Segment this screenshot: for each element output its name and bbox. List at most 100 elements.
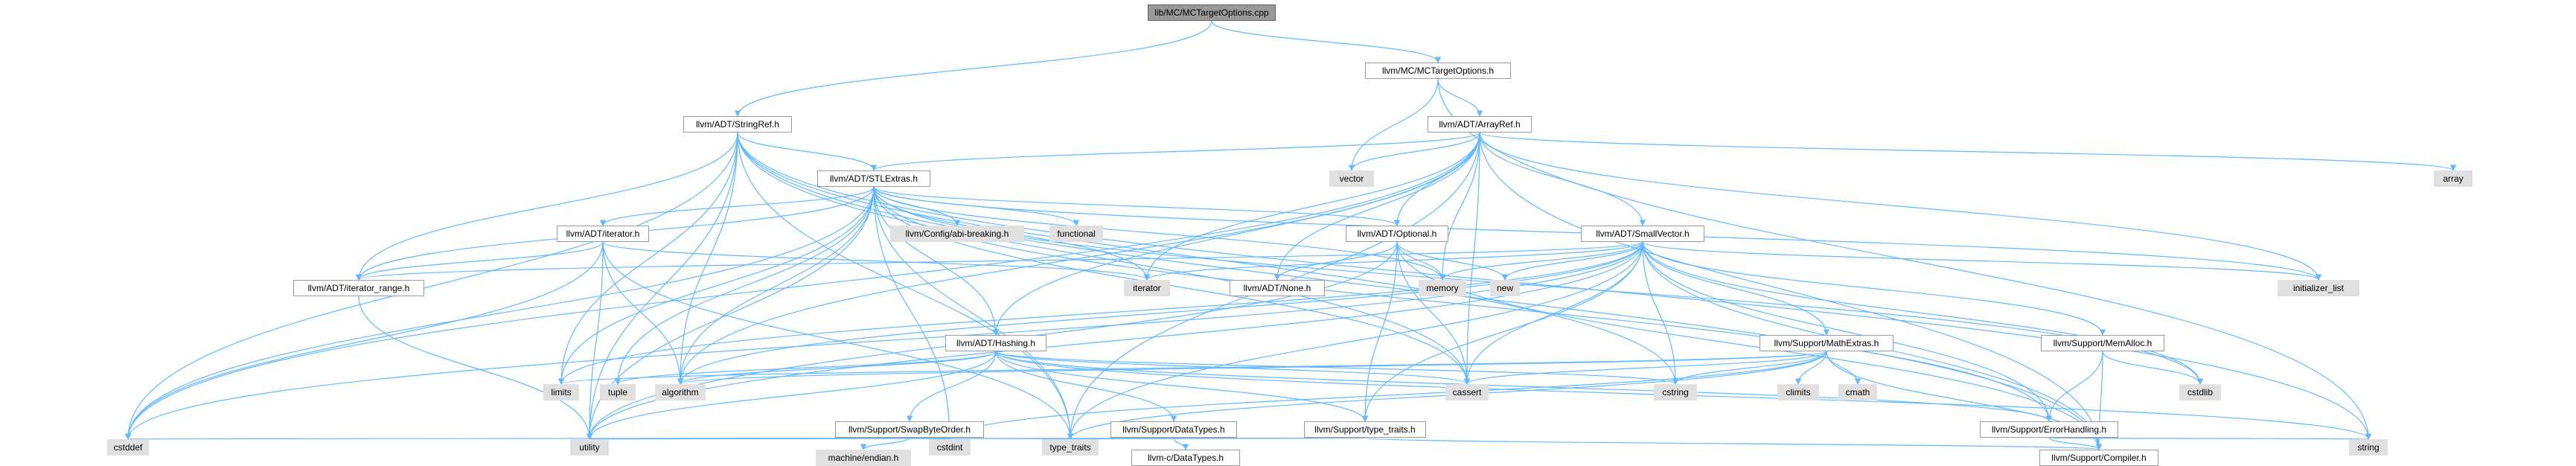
node-cstddef: cstddef: [107, 439, 149, 456]
node-hashing-h[interactable]: llvm/ADT/Hashing.h: [945, 335, 1046, 351]
edge-arrayref-h-to-none-h: [1273, 132, 1480, 281]
edge-smallvector-h-to-cstdlib: [1642, 241, 2204, 385]
edge-root-to-mctargetoptions-h: [1211, 20, 1442, 63]
edge-optional-h-to-compiler-h: [1396, 241, 2103, 450]
node-c-datatypes-h[interactable]: llvm-c/DataTypes.h: [1131, 450, 1240, 466]
edge-stringref-h-to-limits: [557, 132, 738, 385]
edge-arrayref-h-to-array: [1479, 132, 2456, 171]
edge-arrayref-h-to-vector: [1348, 132, 1480, 171]
edge-smallvector-h-to-algorithm: [677, 241, 1643, 385]
node-stlextras-h[interactable]: llvm/ADT/STLExtras.h: [817, 170, 930, 187]
edge-mathextras-h-to-cmath: [1826, 351, 1861, 385]
node-array: array: [2434, 170, 2473, 187]
edge-memalloc-h-to-errorhandling-h: [2045, 351, 2103, 422]
edge-smallvector-h-to-utility: [586, 241, 1643, 440]
node-utility: utility: [570, 439, 609, 456]
edge-mctargetoptions-h-to-vector: [1348, 78, 1439, 171]
edge-hashing-h-to-datatypes-h: [995, 351, 1177, 422]
edge-iterator-h-to-algorithm: [602, 241, 684, 385]
node-cassert: cassert: [1445, 384, 1489, 400]
node-iterator-h[interactable]: llvm/ADT/iterator.h: [557, 226, 649, 242]
edge-hashing-h-to-errorhandling-h: [995, 351, 2052, 422]
edge-smallvector-h-to-memalloc-h: [1642, 241, 2106, 336]
edge-stringref-h-to-type-traits: [737, 132, 1074, 440]
edge-arrayref-h-to-smallvector-h: [1479, 132, 1646, 226]
edge-stringref-h-to-compiler-h: [737, 132, 2103, 450]
node-type-traits: type_traits: [1042, 439, 1099, 456]
node-memalloc-h[interactable]: llvm/Support/MemAlloc.h: [2041, 335, 2164, 351]
edge-type-traits-h-to-compiler-h: [1364, 437, 2102, 450]
edge-arrayref-h-to-memory: [1439, 132, 1480, 281]
edge-iterator-h-to-cstddef: [124, 241, 604, 440]
node-smallvector-h[interactable]: llvm/ADT/SmallVector.h: [1581, 226, 1704, 242]
node-compiler-h[interactable]: llvm/Support/Compiler.h: [2039, 450, 2158, 466]
node-errorhandling-h[interactable]: llvm/Support/ErrorHandling.h: [1980, 421, 2118, 438]
edge-optional-h-to-new: [1396, 241, 1509, 281]
node-datatypes-h[interactable]: llvm/Support/DataTypes.h: [1110, 421, 1237, 438]
edge-stringref-h-to-utility: [586, 132, 738, 440]
edge-hashing-h-to-algorithm: [677, 351, 997, 385]
edge-stlextras-h-to-cstdlib: [873, 186, 2204, 385]
node-iterator: iterator: [1124, 280, 1170, 296]
node-initializer-list: initializer_list: [2278, 280, 2359, 296]
edge-errorhandling-h-to-string: [2048, 433, 2369, 440]
edge-iterator-h-to-utility: [586, 241, 604, 440]
node-mctargetoptions-h[interactable]: llvm/MC/MCTargetOptions.h: [1365, 63, 1511, 79]
edge-stringref-h-to-algorithm: [677, 132, 738, 385]
edge-optional-h-to-cassert: [1396, 241, 1471, 385]
edge-stlextras-h-to-algorithm: [677, 186, 875, 385]
node-abi-breaking-h: llvm/Config/abi-breaking.h: [890, 226, 1024, 242]
edge-hashing-h-to-type-traits-h: [995, 351, 1369, 422]
edge-iterator-range-h-to-utility: [358, 296, 593, 440]
edge-datatypes-h-to-c-datatypes-h: [1173, 437, 1189, 450]
node-iterator-range-h[interactable]: llvm/ADT/iterator_range.h: [293, 280, 424, 296]
node-functional: functional: [1049, 226, 1103, 242]
node-memory: memory: [1419, 280, 1466, 296]
node-type-traits-h[interactable]: llvm/Support/type_traits.h: [1304, 421, 1426, 438]
node-cmath: cmath: [1838, 384, 1877, 400]
edge-stlextras-h-to-tuple: [614, 186, 875, 385]
edge-stringref-h-to-string: [737, 132, 2372, 440]
edge-smallvector-h-to-memory: [1439, 241, 1643, 281]
edge-iterator-h-to-type-traits: [602, 241, 1074, 440]
edge-smallvector-h-to-type-traits: [1067, 241, 1643, 440]
edge-iterator-h-to-iterator: [602, 241, 1150, 281]
edge-smallvector-h-to-cstddef: [124, 241, 1643, 440]
node-stringref-h[interactable]: llvm/ADT/StringRef.h: [683, 116, 792, 133]
node-swapbyteorder-h[interactable]: llvm/Support/SwapByteOrder.h: [835, 421, 984, 438]
node-none-h[interactable]: llvm/ADT/None.h: [1230, 280, 1325, 296]
edge-stlextras-h-to-limits: [557, 186, 875, 385]
edge-smallvector-h-to-new: [1501, 241, 1643, 281]
edge-stlextras-h-to-optional-h: [873, 186, 1400, 226]
node-arrayref-h[interactable]: llvm/ADT/ArrayRef.h: [1428, 116, 1532, 133]
edge-optional-h-to-none-h: [1273, 241, 1398, 281]
edge-stringref-h-to-cstddef: [124, 132, 738, 440]
edge-mathextras-h-to-cassert: [1463, 351, 1827, 385]
node-new: new: [1490, 280, 1520, 296]
node-optional-h[interactable]: llvm/ADT/Optional.h: [1346, 226, 1448, 242]
node-cstring: cstring: [1654, 384, 1697, 400]
edge-root-to-stringref-h: [734, 20, 1212, 117]
node-tuple: tuple: [600, 384, 636, 400]
edge-smallvector-h-to-initializer-list: [1642, 241, 2321, 281]
edge-smallvector-h-to-cassert: [1463, 241, 1643, 385]
edge-stlextras-h-to-utility: [586, 186, 875, 440]
edge-hashing-h-to-cstring: [995, 351, 1678, 385]
edge-smallvector-h-to-errorhandling-h: [1642, 241, 2053, 422]
edge-stlextras-h-to-memory: [873, 186, 1446, 281]
edge-mathextras-h-to-limits: [558, 351, 1827, 385]
edge-mathextras-h-to-cstdint: [946, 351, 1827, 440]
node-climits: climits: [1777, 384, 1819, 400]
node-cstdint: cstdint: [929, 439, 971, 456]
edge-arrayref-h-to-cstddef: [124, 132, 1480, 440]
node-mathextras-h[interactable]: llvm/Support/MathExtras.h: [1760, 335, 1893, 351]
edge-stringref-h-to-cstring: [737, 132, 1679, 385]
node-cstdlib: cstdlib: [2179, 384, 2221, 400]
edge-stringref-h-to-cassert: [737, 132, 1471, 385]
edge-smallvector-h-to-mathextras-h: [1642, 241, 1830, 336]
edge-swapbyteorder-h-to-machine-endian-h: [860, 437, 910, 450]
edge-iterator-h-to-iterator-range-h: [355, 241, 604, 281]
edge-mctargetoptions-h-to-arrayref-h: [1437, 78, 1483, 117]
edge-arrayref-h-to-compiler-h: [1479, 132, 2103, 450]
